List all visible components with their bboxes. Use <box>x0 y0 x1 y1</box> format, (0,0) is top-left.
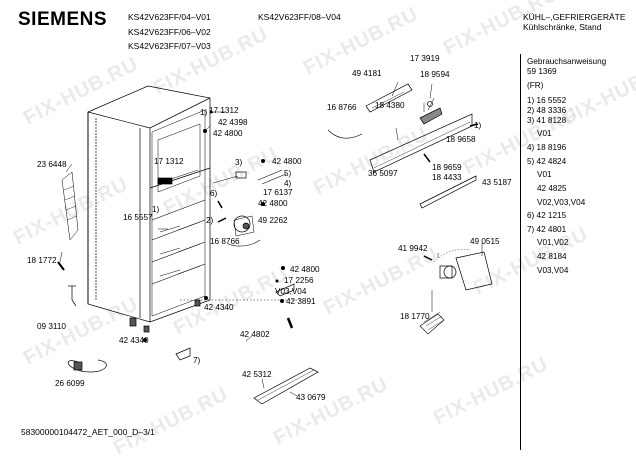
part-number-label: 17 3919 <box>410 54 440 63</box>
clip-part <box>57 261 65 271</box>
legend-entry: 5) 42 4824 <box>527 157 567 166</box>
part-number-label: 18 9594 <box>420 70 450 79</box>
fridge-cabinet <box>87 85 211 333</box>
legend-entry: 6) 42 1215 <box>527 211 567 220</box>
part-number-label: V03,V04 <box>275 287 307 296</box>
category-subtitle: Kühlschränke, Stand <box>523 22 602 32</box>
handle-parts <box>327 83 479 209</box>
thermostat-parts <box>217 217 261 247</box>
part-number-label: 42 4800 <box>290 265 320 274</box>
part-number-label: 49 4181 <box>352 69 382 78</box>
part-number-label: 42 4340 <box>119 336 149 345</box>
legend-entry: 7) 42 4801 <box>527 225 567 234</box>
part-number-label: 26 6099 <box>55 379 85 388</box>
part-number-label: 17 1312 <box>154 157 184 166</box>
part-number-label: 16 8766 <box>210 237 240 246</box>
callout-label: 3) <box>235 158 243 167</box>
callout-label: 7) <box>193 356 201 365</box>
part-number-label: 42 4802 <box>240 330 270 339</box>
part-number-label: 16 8766 <box>327 103 357 112</box>
part-number-label: 41 9942 <box>398 244 428 253</box>
drain-tube <box>68 285 77 307</box>
part-number-label: 43 0679 <box>296 393 326 402</box>
model-number: KS42V623FF/04–V01 <box>128 12 211 22</box>
callout-label: 6) <box>210 189 218 198</box>
part-number-label: 18 4433 <box>432 173 462 182</box>
light-switch-parts <box>419 249 493 335</box>
part-number-label: 42 5312 <box>242 370 272 379</box>
legend-entry: 4) 18 8196 <box>527 143 567 152</box>
model-number: KS42V623FF/06–V02 <box>128 27 211 37</box>
legend-entry: 2) 48 3336 <box>527 106 567 115</box>
exploded-parts-diagram <box>57 81 493 405</box>
part-number-label: 36 5097 <box>368 169 398 178</box>
plinth-grille <box>253 367 319 405</box>
legend-entry: 59 1369 <box>527 67 557 76</box>
callout-label: 4) <box>284 179 292 188</box>
brand-logo: SIEMENS <box>18 9 108 30</box>
legend-entry: V02,V03,V04 <box>537 198 586 207</box>
part-number-label: 42 4800 <box>213 129 243 138</box>
callout-label: 1) <box>200 108 208 117</box>
callout-label: 1) <box>474 121 482 130</box>
part-number-label: 18 9658 <box>446 135 476 144</box>
power-cord <box>67 359 107 373</box>
legend-entry: (FR) <box>527 81 544 90</box>
callout-label: 2) <box>206 216 214 225</box>
part-number-label: 49 0515 <box>470 237 500 246</box>
part-number-label: 09 3110 <box>37 322 66 331</box>
callout-label: 1) <box>152 205 160 214</box>
part-number-label: 18 9659 <box>432 163 462 172</box>
parts-legend-panel: Gebrauchsanweisung 59 1369 (FR) 1) 16 55… <box>520 54 636 450</box>
part-number-label: 17 2256 <box>284 276 314 285</box>
model-number: KS42V623FF/07–V03 <box>128 41 211 51</box>
callout-label: 5) <box>284 169 292 178</box>
part-number-label: 42 4800 <box>272 157 302 166</box>
part-number-label: 43 5187 <box>482 178 512 187</box>
part-number-label: 18 1772 <box>27 256 57 265</box>
part-number-label: 49 2262 <box>258 216 288 225</box>
part-number-label: 16 5557 <box>123 213 153 222</box>
category-title: KÜHL–,GEFRIERGERÄTE <box>523 12 626 22</box>
part-number-label: 17 6137 <box>263 188 293 197</box>
part-number-label: 17 1312 <box>209 106 239 115</box>
fan-assembly <box>233 215 255 237</box>
legend-entry: 42 8184 <box>537 252 567 261</box>
part-number-label: 18 1770 <box>400 312 430 321</box>
legend-entry: V03,V04 <box>537 266 569 275</box>
lamp-cover-parts <box>217 169 287 209</box>
legend-entry: 3) 41 8128 <box>527 116 567 125</box>
document-id: 58300000104472_AET_000_D–3/1 <box>21 427 155 437</box>
legend-entry: Gebrauchsanweisung <box>527 57 607 66</box>
bracket-parts <box>175 283 295 361</box>
legend-entry: 1) 16 5552 <box>527 96 567 105</box>
part-number-label: 23 6448 <box>37 160 67 169</box>
model-number-center: KS42V623FF/08–V04 <box>258 12 341 22</box>
part-number-label: 42 4340 <box>204 303 234 312</box>
part-number-label: 42 4398 <box>218 118 248 127</box>
legend-entry: V01 <box>537 170 552 179</box>
legend-entry: V01,V02 <box>537 238 569 247</box>
leader-lines <box>59 81 483 397</box>
part-number-label: 42 3891 <box>286 297 316 306</box>
side-gasket <box>61 171 79 241</box>
legend-entry: V01 <box>537 129 552 138</box>
part-number-label: 18 4380 <box>375 101 405 110</box>
part-number-label: 42 4800 <box>258 199 288 208</box>
legend-entry: 42 4825 <box>537 184 567 193</box>
